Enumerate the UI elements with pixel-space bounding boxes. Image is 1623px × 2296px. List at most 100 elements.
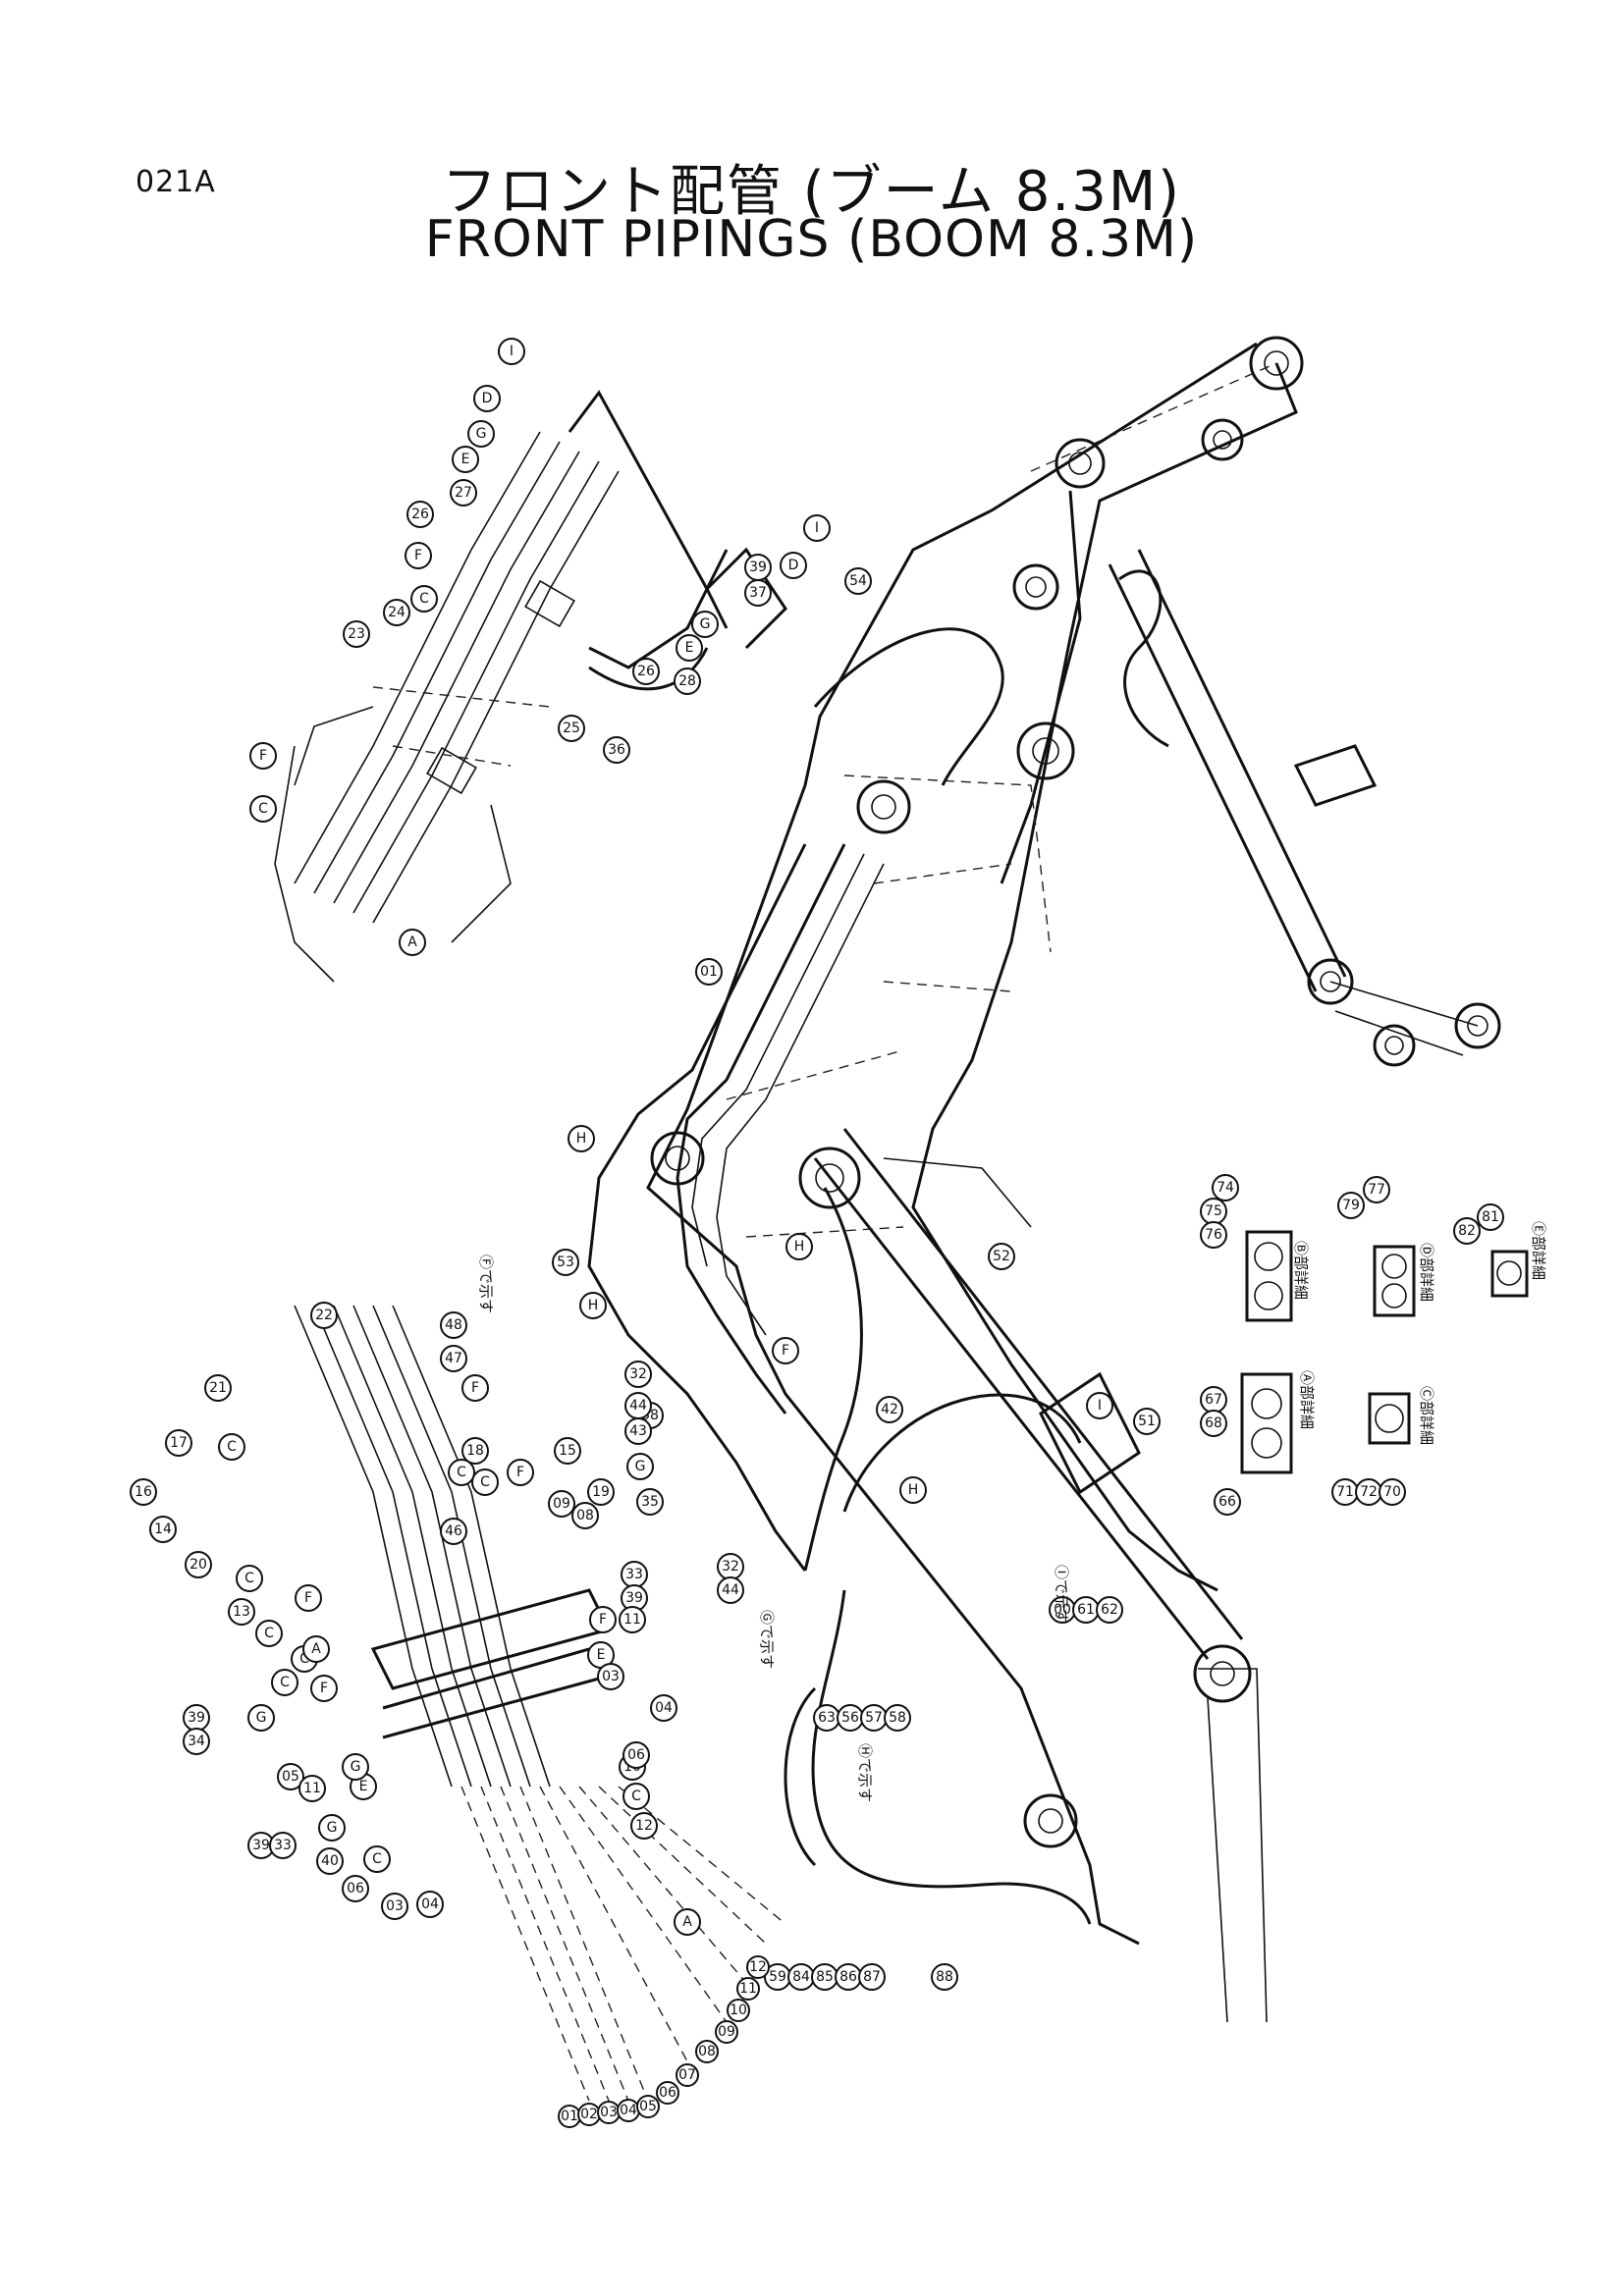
svg-text:F: F (304, 1590, 312, 1606)
svg-text:26: 26 (411, 507, 429, 522)
svg-text:C: C (227, 1439, 237, 1455)
svg-text:63: 63 (818, 1710, 836, 1726)
svg-text:34: 34 (188, 1734, 205, 1749)
svg-text:C: C (258, 801, 268, 817)
svg-text:C: C (480, 1474, 490, 1490)
callout: I (498, 338, 525, 365)
svg-text:36: 36 (608, 742, 625, 758)
callout: 51 (1133, 1408, 1161, 1435)
svg-text:E: E (597, 1647, 606, 1663)
callout: 86 (835, 1963, 862, 1991)
top-left-detail (274, 390, 787, 983)
svg-text:88: 88 (936, 1969, 953, 1985)
svg-text:F: F (471, 1380, 479, 1396)
callout: F (405, 542, 432, 569)
svg-text:G: G (256, 1710, 267, 1726)
svg-text:53: 53 (557, 1255, 574, 1270)
callout: 11 (619, 1606, 646, 1633)
svg-text:42: 42 (881, 1402, 898, 1417)
svg-text:06: 06 (627, 1747, 645, 1763)
callout: 21 (204, 1374, 232, 1402)
callout: 54 (844, 567, 872, 595)
callout: 33 (621, 1561, 648, 1588)
svg-text:05: 05 (282, 1769, 299, 1785)
callout: 34 (183, 1728, 210, 1755)
svg-text:C: C (244, 1571, 254, 1586)
svg-text:86: 86 (839, 1969, 857, 1985)
callout: F (589, 1606, 617, 1633)
svg-text:71: 71 (1336, 1484, 1354, 1500)
svg-text:C: C (299, 1651, 309, 1667)
callout: G (691, 611, 719, 638)
arm-cylinder (1108, 549, 1479, 1056)
page-title-en: FRONT PIPINGS (BOOM 8.3M) (424, 210, 1199, 269)
svg-text:28: 28 (678, 673, 696, 689)
svg-text:87: 87 (863, 1969, 881, 1985)
svg-text:09: 09 (553, 1496, 570, 1512)
callout: C (249, 795, 277, 823)
callout: 87 (858, 1963, 886, 1991)
svg-text:27: 27 (455, 485, 472, 501)
callout: 06 (656, 2081, 679, 2105)
callout: 62 (1096, 1596, 1123, 1624)
svg-text:07: 07 (678, 2067, 696, 2083)
callout: F (461, 1374, 489, 1402)
callout: 11 (736, 1977, 760, 2001)
callout: 39 (744, 554, 772, 581)
svg-text:32: 32 (722, 1559, 739, 1575)
svg-text:05: 05 (639, 2099, 657, 2114)
svg-text:12: 12 (635, 1818, 653, 1834)
svg-text:43: 43 (629, 1423, 647, 1439)
svg-text:13: 13 (233, 1604, 250, 1620)
svg-text:11: 11 (303, 1781, 321, 1796)
callout: 05 (636, 2095, 660, 2118)
svg-text:04: 04 (421, 1896, 439, 1912)
callout: 06 (342, 1875, 369, 1902)
svg-text:37: 37 (749, 585, 767, 601)
svg-text:11: 11 (623, 1612, 641, 1628)
svg-text:39: 39 (625, 1590, 643, 1606)
callout: 16 (130, 1478, 157, 1506)
callout: 77 (1363, 1176, 1390, 1203)
svg-text:47: 47 (445, 1351, 462, 1366)
callout: 63 (813, 1704, 840, 1732)
view-note-H: Ⓗで示す (856, 1743, 874, 1802)
callout: G (626, 1453, 654, 1480)
callout: 25 (558, 715, 585, 742)
svg-text:A: A (311, 1641, 321, 1657)
svg-text:08: 08 (576, 1508, 594, 1523)
callout: 66 (1214, 1488, 1241, 1516)
svg-text:G: G (327, 1820, 338, 1836)
boom-structure (646, 342, 1298, 2023)
svg-text:F: F (320, 1681, 328, 1696)
callout: 12 (746, 1955, 770, 1979)
callout: 04 (416, 1891, 444, 1918)
svg-text:25: 25 (563, 721, 580, 736)
svg-text:54: 54 (849, 573, 867, 589)
svg-text:11: 11 (739, 1981, 757, 1997)
callout: A (399, 929, 426, 956)
callout: 11 (298, 1775, 326, 1802)
svg-text:00: 00 (1054, 1602, 1071, 1618)
callout: C (622, 1783, 650, 1810)
svg-text:39: 39 (749, 560, 767, 575)
callout: 33 (269, 1832, 297, 1859)
svg-text:26: 26 (637, 664, 655, 679)
svg-text:G: G (700, 616, 711, 632)
svg-text:F: F (259, 748, 267, 764)
svg-text:02: 02 (580, 2107, 598, 2122)
svg-text:C: C (264, 1626, 274, 1641)
callout: 27 (450, 479, 477, 507)
callout: 59 (764, 1963, 791, 1991)
svg-text:C: C (631, 1789, 641, 1804)
svg-text:09: 09 (718, 2024, 735, 2040)
svg-text:40: 40 (321, 1853, 339, 1869)
callout: E (676, 634, 703, 662)
callout: F (772, 1337, 799, 1364)
callout: C (255, 1620, 283, 1647)
callout: 08 (571, 1502, 599, 1529)
svg-text:77: 77 (1368, 1182, 1385, 1198)
svg-text:E: E (685, 640, 694, 656)
svg-text:10: 10 (730, 2002, 747, 2018)
callout: C (471, 1468, 499, 1496)
